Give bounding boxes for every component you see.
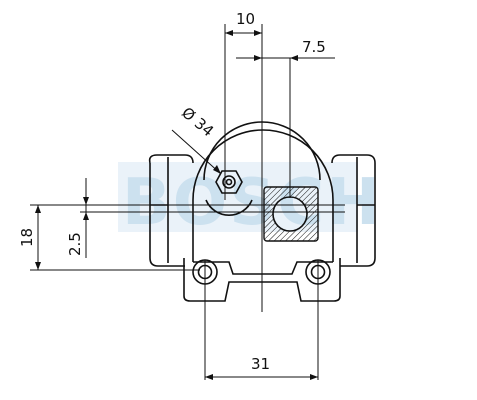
left-cap-top bbox=[148, 154, 194, 164]
dimension-bore-diameter-label: Ø 34 bbox=[178, 104, 217, 141]
dimension-mount-spacing: 31 bbox=[205, 355, 318, 380]
watermark-text: BOSCH bbox=[122, 166, 382, 240]
dimension-vertical-offset-label: 2.5 bbox=[66, 232, 84, 256]
dimension-overall-height: 18 bbox=[18, 205, 41, 270]
dimension-top-offset-label: 7.5 bbox=[302, 38, 326, 56]
mounting-flange bbox=[183, 258, 341, 302]
bleed-screw-seat bbox=[205, 199, 253, 216]
dimension-top-spacing: 10 bbox=[225, 10, 262, 36]
bleed-screw bbox=[205, 170, 253, 216]
left-cap-side bbox=[149, 163, 185, 267]
dimension-mount-spacing-label: 31 bbox=[251, 355, 270, 373]
dimension-top-spacing-label: 10 bbox=[236, 10, 255, 28]
brake-line-port bbox=[263, 186, 319, 242]
watermark-logo: BOSCH bbox=[118, 162, 382, 240]
right-cap-top bbox=[331, 154, 376, 164]
central-housing bbox=[192, 129, 334, 262]
centre-lines bbox=[30, 24, 345, 380]
dimension-vertical-offset: 2.5 bbox=[66, 178, 89, 258]
dimension-overall-height-label: 18 bbox=[18, 228, 36, 247]
dimension-top-offset: 7.5 bbox=[236, 38, 335, 61]
right-cap-side bbox=[340, 163, 376, 267]
